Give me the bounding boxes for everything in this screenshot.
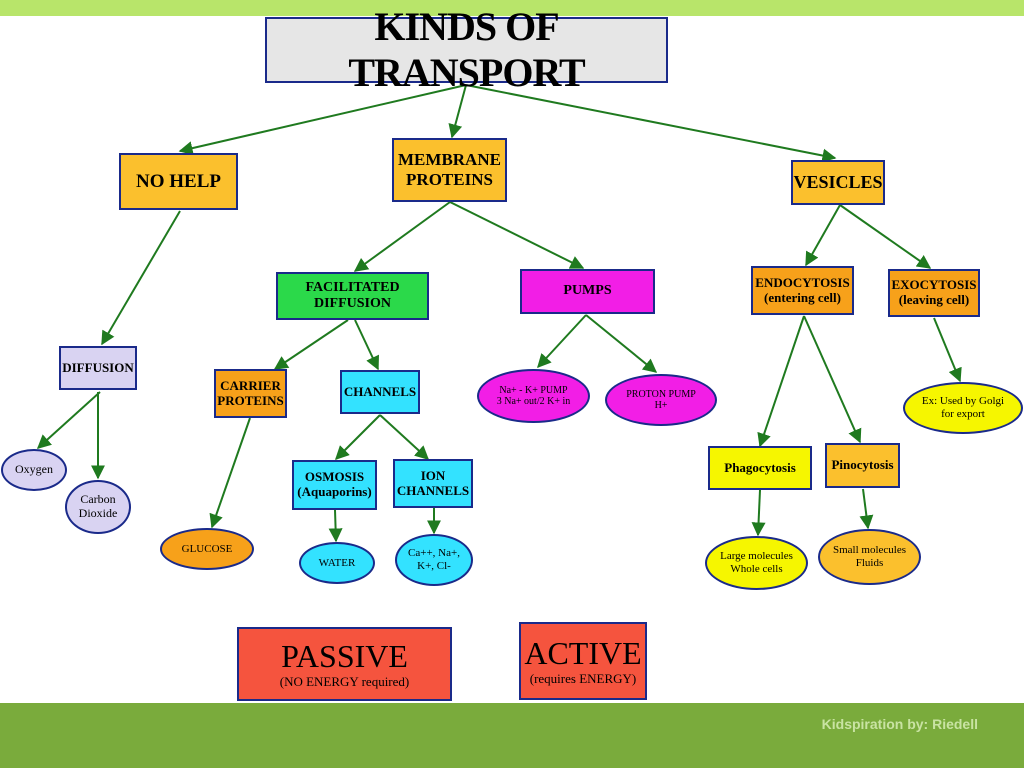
node-carbon-dioxide-label: Carbon Dioxide <box>78 492 118 520</box>
node-water: WATER <box>299 542 375 584</box>
node-carbon-dioxide: Carbon Dioxide <box>65 480 131 534</box>
node-pumps-label: PUMPS <box>563 283 612 299</box>
node-ions-label: Ca++, Na+, K+, Cl- <box>408 547 460 572</box>
node-ions: Ca++, Na+, K+, Cl- <box>395 534 473 586</box>
node-channels-label: CHANNELS <box>343 383 417 399</box>
legend-active-subtitle: (requires ENERGY) <box>529 670 637 686</box>
node-pinocytosis-label: Pinocytosis <box>831 457 894 473</box>
legend-passive-title: PASSIVE <box>281 638 408 675</box>
node-membrane-proteins-label: MEMBRANE PROTEINS <box>398 150 501 189</box>
node-vesicles-label: VESICLES <box>793 172 883 193</box>
node-proton-pump: PROTON PUMP H+ <box>605 374 717 426</box>
node-exocytosis: EXOCYTOSIS (leaving cell) <box>888 269 980 317</box>
node-no-help-label: NO HELP <box>136 170 221 192</box>
node-membrane-proteins: MEMBRANE PROTEINS <box>392 138 507 202</box>
node-pumps: PUMPS <box>520 269 655 314</box>
node-osmosis: OSMOSIS (Aquaporins) <box>292 460 377 510</box>
node-proton-pump-label: PROTON PUMP H+ <box>626 388 696 412</box>
legend-passive: PASSIVE (NO ENERGY required) <box>237 627 452 701</box>
node-carrier-proteins-label: CARRIER PROTEINS <box>217 377 284 408</box>
node-diffusion-label: DIFFUSION <box>62 359 134 375</box>
node-channels: CHANNELS <box>340 370 420 414</box>
node-osmosis-label: OSMOSIS (Aquaporins) <box>297 469 372 499</box>
node-facilitated-diffusion-label: FACILITATED DIFFUSION <box>305 279 400 311</box>
legend-passive-subtitle: (NO ENERGY required) <box>279 673 410 689</box>
node-phagocytosis: Phagocytosis <box>708 446 812 490</box>
node-large-molecules-label: Large molecules Whole cells <box>720 550 793 575</box>
node-water-label: WATER <box>318 556 356 569</box>
node-phagocytosis-label: Phagocytosis <box>724 459 796 475</box>
node-endocytosis: ENDOCYTOSIS (entering cell) <box>751 266 854 315</box>
legend-active-title: ACTIVE <box>524 635 642 672</box>
title-text: KINDS OF TRANSPORT <box>348 4 585 95</box>
node-vesicles: VESICLES <box>791 160 885 205</box>
node-ion-channels: ION CHANNELS <box>393 459 473 508</box>
node-glucose-label: GLUCOSE <box>181 542 233 555</box>
node-oxygen: Oxygen <box>1 449 67 491</box>
node-golgi: Ex: Used by Golgi for export <box>903 382 1023 434</box>
node-large-molecules: Large molecules Whole cells <box>705 536 808 590</box>
bottom-band <box>0 703 1024 768</box>
node-facilitated-diffusion: FACILITATED DIFFUSION <box>276 272 429 320</box>
node-small-molecules: Small molecules Fluids <box>818 529 921 585</box>
node-endocytosis-label: ENDOCYTOSIS (entering cell) <box>755 274 850 305</box>
node-no-help: NO HELP <box>119 153 238 210</box>
credit-text: Kidspiration by: Riedell <box>821 716 978 732</box>
node-oxygen-label: Oxygen <box>15 462 53 477</box>
node-na-k-pump-label: Na+ - K+ PUMP 3 Na+ out/2 K+ in <box>496 384 571 408</box>
node-na-k-pump: Na+ - K+ PUMP 3 Na+ out/2 K+ in <box>477 369 590 423</box>
legend-active: ACTIVE (requires ENERGY) <box>519 622 647 700</box>
node-carrier-proteins: CARRIER PROTEINS <box>214 369 287 418</box>
node-glucose: GLUCOSE <box>160 528 254 570</box>
node-diffusion: DIFFUSION <box>59 346 137 390</box>
node-pinocytosis: Pinocytosis <box>825 443 900 488</box>
top-band <box>0 0 1024 16</box>
node-golgi-label: Ex: Used by Golgi for export <box>921 395 1005 420</box>
title-box: KINDS OF TRANSPORT <box>265 4 668 95</box>
node-exocytosis-label: EXOCYTOSIS (leaving cell) <box>891 277 977 307</box>
node-small-molecules-label: Small molecules Fluids <box>832 544 906 569</box>
node-ion-channels-label: ION CHANNELS <box>396 467 470 498</box>
